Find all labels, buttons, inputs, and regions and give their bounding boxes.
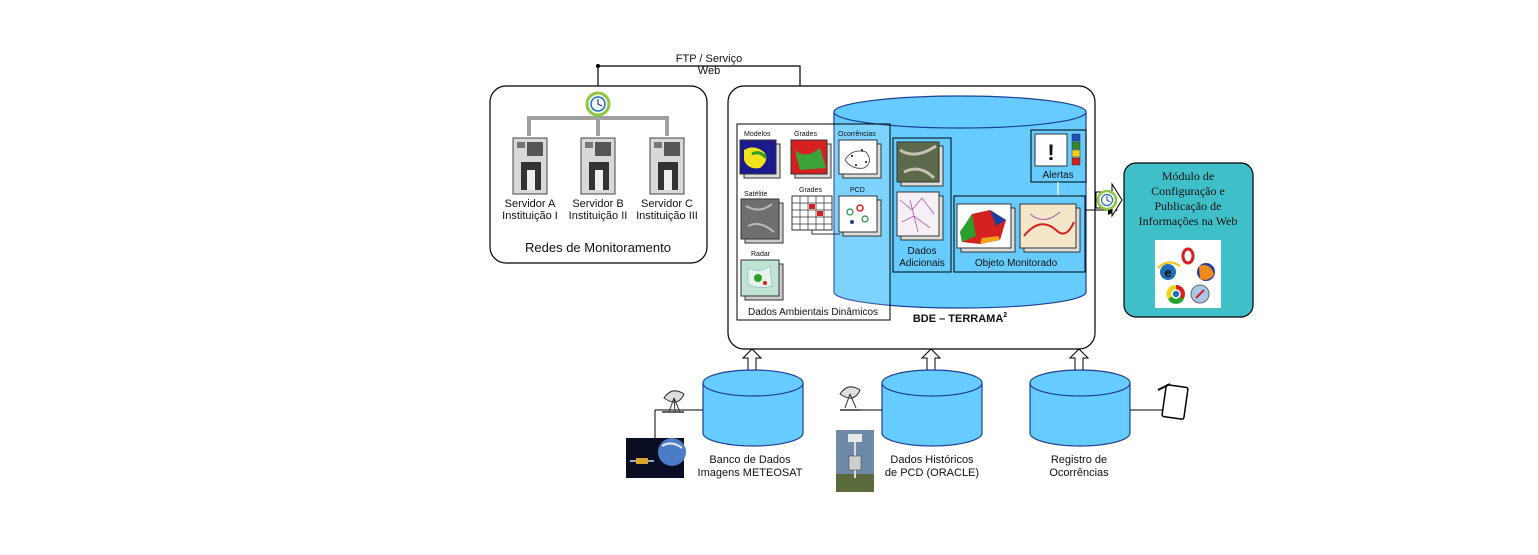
- server-c-label-1: Servidor C: [641, 198, 693, 210]
- server-b-icon: [580, 137, 616, 195]
- ftp-label-line1: FTP / Serviço: [676, 53, 742, 65]
- grades-thumbnail: [790, 139, 832, 179]
- publish-arrow: [1095, 182, 1123, 218]
- server-a-label-2: Instituição I: [502, 210, 558, 222]
- dd-radar-label: Radar: [751, 251, 771, 258]
- publish-clock-icon: [1096, 189, 1118, 211]
- dd-pcd-label: PCD: [850, 187, 865, 194]
- web-module-panel: Módulo de Configuração e Publicação de I…: [1123, 162, 1254, 318]
- opera-icon: [1181, 247, 1195, 265]
- monitoring-networks-title: Redes de Monitoramento: [525, 240, 671, 255]
- alert-color-red: [1071, 157, 1081, 166]
- satellite-space-image: [626, 438, 686, 478]
- monitored-object-label: Objeto Monitorado: [975, 258, 1058, 269]
- grid-thumbnail: [791, 195, 840, 235]
- occurrences-label-2: Ocorrências: [1049, 467, 1109, 479]
- ftp-connection: FTP / Serviço Web: [596, 53, 806, 101]
- alert-color-green: [1071, 141, 1081, 150]
- alerts-label: Alertas: [1042, 170, 1073, 181]
- dynamic-data-title: Dados Ambientais Dinâmicos: [748, 307, 878, 318]
- satellite-dish-icon: [662, 390, 685, 413]
- tablet-icon: [1157, 383, 1189, 420]
- occurrences-database: Registro de Ocorrências: [1029, 369, 1131, 479]
- monitored-object-box: Objeto Monitorado: [953, 195, 1086, 273]
- web-module-line4: Informações na Web: [1139, 214, 1238, 228]
- dd-grades-label: Grades: [794, 131, 817, 138]
- dd-grades2-label: Grades: [799, 187, 822, 194]
- satellite-thumbnail: [740, 198, 784, 244]
- additional-data-line2: Adicionais: [899, 258, 945, 269]
- pcd-history-database: Dados Históricos de PCD (ORACLE): [881, 369, 983, 479]
- dd-ocorrencias-label: Ocorrências: [838, 131, 876, 138]
- firefox-icon: [1197, 263, 1215, 281]
- pcd-thumbnail: [838, 195, 882, 237]
- ftp-label-line2: Web: [698, 65, 720, 77]
- pcd-dish-icon: [839, 386, 861, 411]
- sync-clock-icon: [585, 91, 611, 117]
- meteosat-label-1: Banco de Dados: [709, 454, 791, 466]
- additional-data-box: Dados Adicionais: [892, 137, 952, 273]
- meteosat-label-2: Imagens METEOSAT: [698, 467, 803, 479]
- models-thumbnail: [739, 139, 781, 179]
- server-b-label-1: Servidor B: [572, 198, 623, 210]
- alerts-box: ! Alertas: [1030, 129, 1087, 196]
- web-module-line3: Publicação de: [1155, 199, 1222, 213]
- monitoring-networks-panel: Servidor A Instituição I Servidor B Inst…: [489, 85, 708, 264]
- additional-data-line1: Dados: [908, 246, 937, 257]
- server-b-label-2: Instituição II: [569, 210, 628, 222]
- svg-text:e: e: [1164, 265, 1171, 280]
- dd-satelite-label: Satélite: [744, 191, 767, 198]
- server-c-label-2: Instituição III: [636, 210, 698, 222]
- server-c-icon: [649, 137, 685, 195]
- pcd-history-label-2: de PCD (ORACLE): [885, 467, 979, 479]
- bde-panel: BDE – TERRAMA2 Modelos Grades Ocorrência…: [727, 85, 1118, 350]
- web-module-line1: Módulo de: [1162, 169, 1214, 183]
- web-module-line2: Configuração e: [1151, 184, 1225, 198]
- dd-modelos-label: Modelos: [744, 131, 771, 138]
- radar-thumbnail: [740, 259, 784, 301]
- server-a-icon: [512, 137, 548, 195]
- bde-title: BDE – TERRAMA2: [913, 312, 1007, 325]
- internet-explorer-icon: e: [1157, 261, 1181, 280]
- alert-color-blue: [1071, 133, 1081, 142]
- pcd-history-label-1: Dados Históricos: [890, 454, 974, 466]
- dynamic-data-box: Modelos Grades Ocorrências Satélite Grad…: [736, 123, 891, 321]
- occurrences-thumbnail: [838, 139, 882, 179]
- server-a-label-1: Servidor A: [505, 198, 556, 210]
- pcd-station-photo: [836, 430, 874, 492]
- occurrences-label-1: Registro de: [1051, 454, 1107, 466]
- safari-icon: [1190, 284, 1210, 304]
- alert-icon: !: [1047, 140, 1054, 165]
- meteosat-database: Banco de Dados Imagens METEOSAT: [698, 369, 804, 479]
- chrome-icon: [1166, 284, 1185, 304]
- alert-color-yellow: [1071, 149, 1081, 158]
